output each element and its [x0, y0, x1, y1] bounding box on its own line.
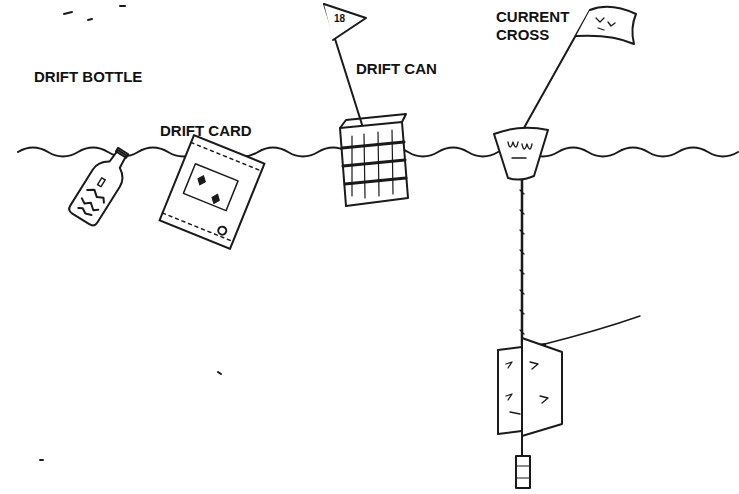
part-label: DRIFT BOTTLE [34, 68, 142, 86]
part-label: DRIFT CARD [160, 122, 252, 140]
current-cross [494, 7, 640, 488]
drift-can [324, 4, 408, 206]
drift-card [160, 135, 265, 249]
drift-bottle [67, 143, 137, 228]
part-label: DRIFT CAN [356, 60, 437, 78]
part-label: CURRENT CROSS [496, 8, 576, 44]
flag-number: 18 [334, 13, 345, 25]
